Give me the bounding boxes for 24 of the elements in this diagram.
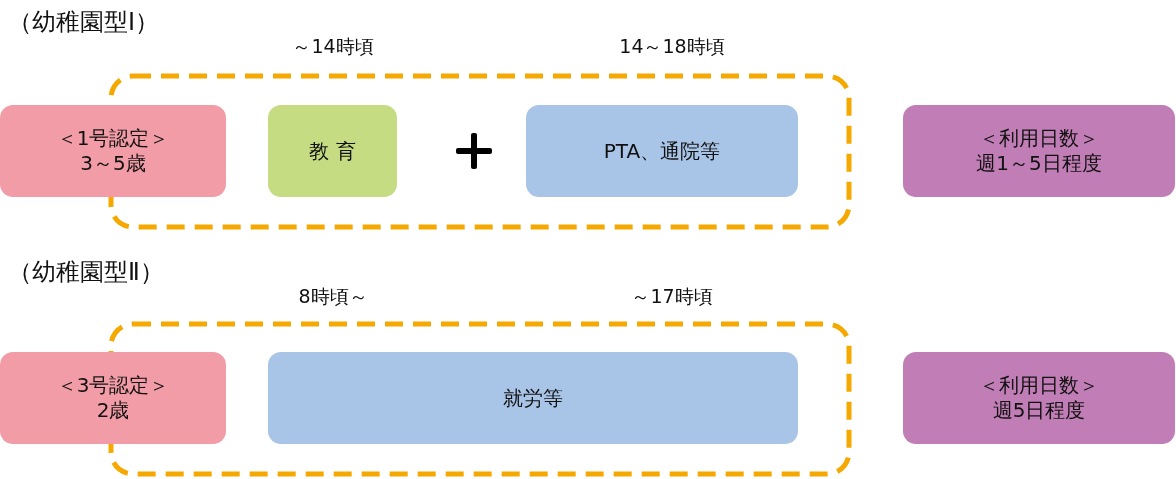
box-text: ＜利用日数＞ — [979, 126, 1099, 151]
section-heading: （幼稚園型Ⅱ） — [8, 257, 164, 288]
box-text: 週1～5日程度 — [976, 151, 1102, 176]
box-text: ＜3号認定＞ — [56, 373, 170, 398]
usage-box — [903, 105, 1175, 197]
time-label: 8時頃～ — [298, 284, 368, 309]
box-text: ＜1号認定＞ — [56, 126, 170, 151]
box-text: 2歳 — [96, 398, 130, 423]
activity-box — [268, 352, 798, 444]
box-text: 週5日程度 — [992, 398, 1086, 423]
section-heading: （幼稚園型Ⅰ） — [8, 7, 160, 38]
box-text: 3～5歳 — [80, 151, 146, 176]
time-label: 14～18時頃 — [619, 34, 725, 59]
usage-box — [903, 352, 1175, 444]
box-text: PTA、通院等 — [603, 138, 721, 164]
box-text: 教 育 — [309, 138, 356, 164]
box-text: ＜利用日数＞ — [979, 373, 1099, 398]
activity-box — [268, 105, 397, 197]
box-text: 就労等 — [503, 385, 563, 411]
activity-box — [526, 105, 798, 197]
time-label: ～17時頃 — [631, 284, 713, 309]
category-box — [0, 352, 226, 444]
category-box — [0, 105, 226, 197]
time-label: ～14時頃 — [292, 34, 374, 59]
